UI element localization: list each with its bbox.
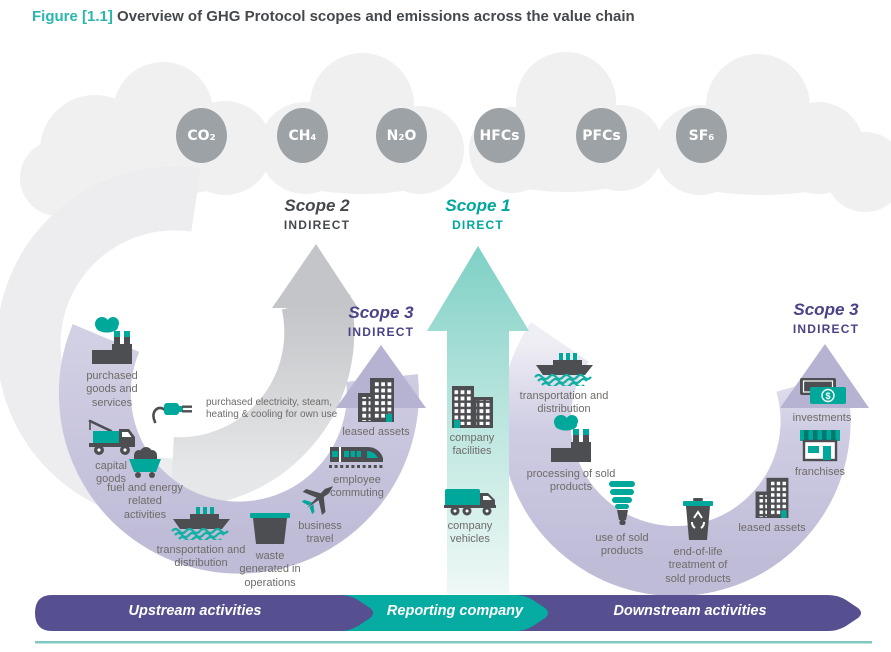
gas-badge-co2: CO₂	[176, 108, 227, 163]
upstream-item-capital-goods: capital goods	[81, 418, 141, 487]
scope3-downstream-name: Scope 3	[793, 300, 859, 319]
scope2-heading: Scope 2 INDIRECT	[237, 196, 397, 232]
banner-upstream-label: Upstream activities	[128, 603, 262, 619]
scope1-name: Scope 1	[445, 196, 511, 215]
item-label: purchased electricity, steam, heating & …	[206, 397, 338, 420]
upstream-item-electricity: purchased electricity, steam, heating & …	[152, 394, 356, 424]
coal-cart-icon	[129, 447, 161, 478]
upstream-item-fuel-energy: fuel and energy related activities	[106, 446, 184, 522]
banner-reporting-label: Reporting company	[386, 603, 524, 619]
ship-icon	[534, 353, 593, 386]
item-label: leased assets	[342, 426, 410, 438]
item-label: employee commuting	[330, 474, 384, 500]
storefront-icon	[800, 430, 840, 462]
item-label: waste generated in operations	[239, 550, 301, 589]
banner-downstream-label: Downstream activities	[613, 603, 767, 619]
downstream-item-franchises: franchises	[778, 428, 862, 479]
reporting-banner-segment	[340, 595, 548, 631]
downstream-item-transportation: transportation and distribution	[518, 352, 610, 417]
gas-badge-n2o: N₂O	[376, 108, 427, 163]
item-label: transportation and distribution	[519, 390, 609, 416]
gas-badge-sf6: SF₆	[676, 108, 727, 163]
figure-number: Figure [1.1]	[32, 8, 113, 25]
item-label: capital goods	[95, 460, 127, 486]
train-icon	[329, 447, 385, 468]
figure-title: Figure [1.1] Overview of GHG Protocol sc…	[32, 8, 635, 25]
scope2-type: INDIRECT	[283, 217, 351, 232]
factory-icon	[551, 415, 591, 462]
scope2-arrow	[170, 244, 358, 508]
scope3-upstream-name: Scope 3	[348, 303, 414, 322]
upstream-item-business-travel: business travel	[290, 478, 350, 547]
building-icon	[755, 477, 789, 518]
recycle-bin-icon	[683, 498, 713, 540]
item-label: company vehicles	[447, 520, 493, 546]
item-label: transportation and distribution	[156, 544, 246, 570]
gas-badge-ch4: CH₄	[277, 108, 328, 163]
downstream-item-processing: processing of sold products	[525, 414, 617, 495]
reporting-item-company-facilities: company facilities	[437, 384, 507, 459]
bottom-rule	[35, 641, 872, 644]
upstream-item-purchased-goods: purchased goods and services	[80, 316, 144, 410]
scope3-downstream-type: INDIRECT	[792, 321, 860, 336]
dollar-glyph: $	[825, 391, 830, 401]
lightbulb-icon	[609, 481, 635, 525]
building-icon	[358, 378, 394, 422]
item-label: purchased goods and services	[86, 370, 138, 409]
item-label: end-of-life treatment of sold products	[665, 546, 731, 585]
buildings-icon	[452, 386, 493, 428]
money-icon: $	[800, 378, 846, 404]
downstream-item-end-of-life: end-of-life treatment of sold products	[663, 498, 733, 586]
value-chain-banner	[35, 595, 872, 644]
scope3-upstream-type: INDIRECT	[347, 324, 415, 339]
upstream-banner-segment	[35, 595, 373, 631]
scope3-upstream-heading: Scope 3 INDIRECT	[301, 303, 461, 339]
dumpster-icon	[250, 513, 290, 544]
downstream-item-investments: $ investments	[776, 376, 868, 425]
scope1-heading: Scope 1 DIRECT	[398, 196, 558, 232]
item-label: fuel and energy related activities	[107, 482, 183, 521]
downstream-item-use-of-sold: use of sold products	[591, 480, 653, 559]
downstream-banner-segment	[512, 595, 861, 631]
ship-icon	[171, 507, 230, 540]
upstream-item-leased-assets: leased assets	[328, 376, 424, 439]
item-label: franchises	[794, 466, 846, 478]
item-label: business travel	[298, 520, 342, 546]
scope1-type: DIRECT	[452, 217, 504, 232]
item-label: investments	[792, 412, 852, 424]
item-label: use of sold products	[595, 532, 649, 558]
crane-truck-icon	[88, 419, 135, 455]
item-label: processing of sold products	[526, 468, 616, 494]
reporting-item-company-vehicles: company vehicles	[435, 486, 505, 547]
truck-icon	[444, 489, 496, 516]
airplane-icon	[301, 486, 334, 515]
gas-badge-pfcs: PFCs	[576, 108, 627, 163]
factory-icon	[92, 317, 132, 364]
gas-badge-hfcs: HFCs	[474, 108, 525, 163]
scope3-downstream-heading: Scope 3 INDIRECT	[746, 300, 891, 336]
upstream-item-employee-commuting: employee commuting	[319, 444, 395, 501]
plug-icon	[152, 403, 192, 424]
figure-title-text: Overview of GHG Protocol scopes and emis…	[117, 8, 635, 25]
item-label: leased assets	[738, 522, 806, 534]
downstream-item-leased-assets: leased assets	[724, 476, 820, 535]
item-label: company facilities	[449, 432, 495, 458]
upstream-item-waste: waste generated in operations	[236, 510, 304, 590]
scope2-name: Scope 2	[284, 196, 350, 215]
upstream-item-transportation: transportation and distribution	[155, 506, 247, 571]
